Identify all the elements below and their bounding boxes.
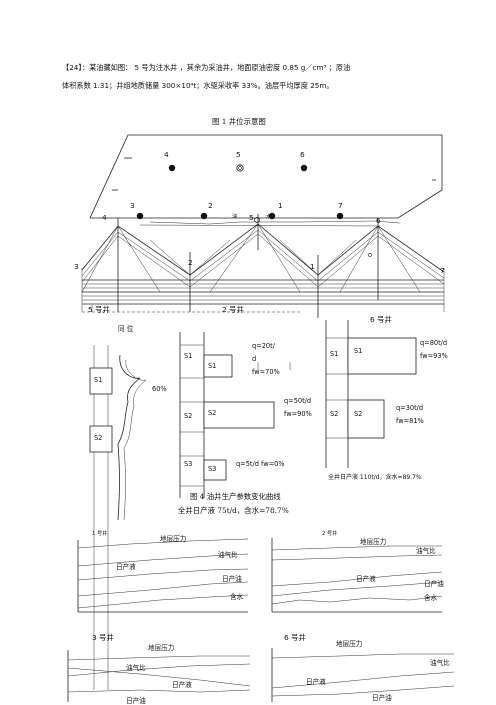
problem-line-2: 体积系数 1.31；井组地质储量 300×10⁴t；水驱采收率 33%。油层平均… — [62, 81, 334, 90]
well-label-7: 7 — [338, 201, 343, 210]
section-label-7: 7 — [440, 266, 445, 275]
section-label-1: 1 — [310, 262, 315, 271]
panel-3-title: 3 号井 — [92, 633, 114, 642]
well-label-1: 1 — [278, 201, 283, 210]
panel-1-watercut: 含水 — [230, 593, 244, 601]
mid-s1-rate-unit: d — [252, 355, 257, 363]
well-2-profile — [179, 332, 291, 498]
mid-layer-s1: S1 — [184, 352, 193, 360]
panel-3-oil: 日产油 — [126, 697, 146, 705]
right-layer-s1: S1 — [330, 350, 339, 358]
well-label-4: 4 — [164, 150, 169, 159]
panel-3-gor: 油气比 — [126, 664, 146, 672]
cross-section-truss — [81, 214, 445, 318]
right-s1-bar-label: S1 — [354, 347, 363, 355]
well-3-marker — [136, 212, 144, 220]
well-1-marker — [268, 212, 276, 220]
oil-label: 油 — [232, 214, 238, 220]
water-label: 水 — [266, 214, 272, 220]
panel-4-title: 6 号井 — [284, 633, 306, 642]
panel-1-oil: 日产油 — [222, 575, 242, 583]
mid-s2-watercut: fw=90% — [284, 410, 312, 418]
panel-1-pressure: 地层压力 — [160, 535, 187, 543]
mid-layer-s3: S3 — [184, 460, 193, 468]
panel-4-oil: 日产油 — [372, 694, 392, 702]
figure-1-caption: 图 1 井位示意图 — [212, 117, 266, 126]
curve-panel-3 — [67, 650, 251, 702]
panel-2-oil: 日产油 — [424, 580, 444, 588]
profile-note: 同 位 — [118, 325, 134, 333]
well-label-3: 3 — [130, 201, 135, 210]
curve-panel-1 — [77, 538, 249, 613]
right-s2-bar-label: S2 — [354, 410, 363, 418]
well-label-6: 6 — [300, 150, 305, 159]
right-s1-rate: q=80t/d — [420, 339, 448, 347]
section-label-4: 4 — [102, 213, 107, 222]
well-2-title: 2 号井 — [222, 305, 244, 314]
section-label-2: 2 — [188, 258, 193, 267]
well-label-2: 2 — [208, 201, 213, 210]
mid-total: 全井日产液 75t/d，含水=78.7% — [178, 506, 289, 515]
well-5-marker — [236, 164, 244, 172]
well-5-profile — [89, 345, 147, 690]
right-s2-rate: q=30t/d — [396, 404, 424, 412]
well-6-profile — [325, 320, 417, 468]
well-6-title: 6 号井 — [370, 315, 392, 324]
panel-4-gor: 油气比 — [430, 659, 450, 667]
left-layer-s1: S1 — [94, 376, 103, 384]
panel-2-title: 2 号井 — [322, 531, 338, 537]
panel-3-liquid: 日产液 — [172, 681, 192, 689]
mid-s2-rate: q=50t/d — [284, 397, 312, 405]
well-map-frame — [89, 134, 443, 219]
mid-layer-s2: S2 — [184, 412, 193, 420]
panel-1-title: 1 号井 — [92, 531, 108, 537]
mid-s1-watercut: fw=70% — [252, 368, 280, 376]
figure-4-caption: 图 4 油井生产参数变化曲线 — [190, 492, 281, 501]
section-label-3: 3 — [74, 262, 79, 271]
section-label-6: 6 — [376, 216, 381, 225]
section-label-5: 5 — [249, 213, 254, 222]
panel-2-watercut: 含水 — [424, 594, 438, 602]
well-2-marker — [200, 212, 208, 220]
mid-s2-bar-label: S2 — [208, 409, 217, 417]
panel-4-liquid: 日产液 — [306, 678, 326, 686]
panel-2-pressure: 地层压力 — [360, 538, 387, 546]
right-s2-watercut: fw=81% — [396, 417, 424, 425]
well-7-marker — [336, 212, 344, 220]
mid-s3-stats: q=5t/d fw=0% — [236, 460, 285, 468]
mid-s3-bar-label: S3 — [208, 465, 217, 473]
curve-panel-4 — [271, 648, 455, 702]
mid-s1-bar-label: S1 — [208, 362, 217, 370]
well-5-title: 5 号井 — [88, 305, 110, 314]
panel-3-pressure: 地层压力 — [148, 644, 175, 652]
percent-label: 60% — [152, 385, 167, 393]
right-s1-watercut: fw=93% — [420, 352, 448, 360]
right-layer-s2: S2 — [330, 410, 339, 418]
well-label-5: 5 — [236, 150, 241, 159]
left-layer-s2: S2 — [94, 434, 103, 442]
problem-line-1: 【24】：某油藏如图： 5 号为注水井 ，其余为采油井，地面原油密度 0.85 … — [62, 63, 351, 72]
panel-4-pressure: 地层压力 — [336, 640, 363, 648]
right-total: 全井日产液 110t/d，含水=89.7% — [328, 474, 422, 481]
panel-2-gor: 油气比 — [416, 547, 436, 555]
panel-1-gor: 油气比 — [218, 551, 238, 559]
panel-1-liquid: 日产液 — [116, 563, 136, 571]
panel-2-liquid: 日产液 — [356, 575, 376, 583]
well-6-marker — [300, 164, 308, 172]
mid-s1-rate: q=20t/ — [252, 342, 275, 350]
well-4-marker — [168, 164, 176, 172]
curve-panel-2 — [271, 538, 443, 613]
